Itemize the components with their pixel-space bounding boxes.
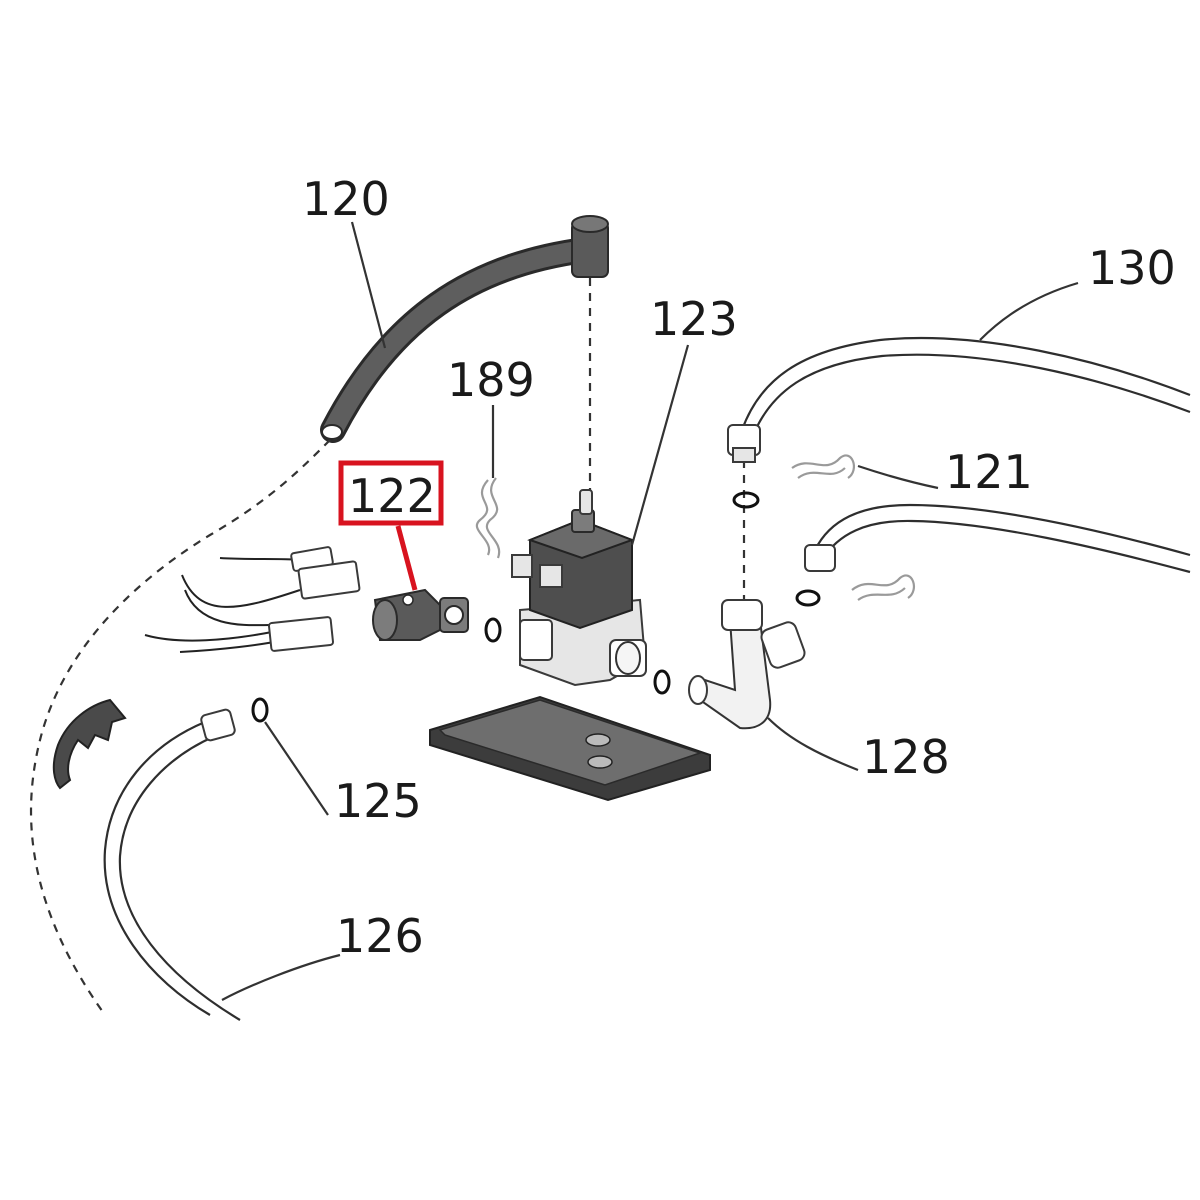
leader-lines bbox=[221, 221, 1079, 1001]
label-128: 128 bbox=[862, 730, 950, 784]
label-123: 123 bbox=[650, 292, 738, 346]
part-122-fitting bbox=[372, 588, 469, 641]
label-121: 121 bbox=[945, 445, 1033, 499]
label-126: 126 bbox=[336, 909, 424, 963]
hose-clip bbox=[52, 698, 127, 790]
mounting-plate bbox=[429, 695, 711, 802]
highlight-leader-122 bbox=[395, 525, 418, 591]
dashed-line-120-to-125 bbox=[29, 439, 331, 1016]
part-126-hose bbox=[103, 708, 241, 1021]
o-rings bbox=[251, 491, 821, 723]
spring-clips bbox=[476, 454, 916, 601]
label-122: 122 bbox=[348, 469, 436, 523]
part-130-hose bbox=[727, 337, 1191, 463]
part-121-hose bbox=[804, 503, 1191, 574]
wiring-harness bbox=[144, 546, 361, 653]
label-130: 130 bbox=[1088, 241, 1176, 295]
part-120-tube bbox=[320, 215, 609, 443]
highlight-box-122 bbox=[338, 460, 444, 526]
label-125: 125 bbox=[334, 774, 422, 828]
part-128-elbow-fitting bbox=[688, 599, 806, 730]
label-120: 120 bbox=[302, 172, 390, 226]
part-123-solenoid-valve bbox=[511, 489, 647, 687]
label-189: 189 bbox=[447, 353, 535, 407]
